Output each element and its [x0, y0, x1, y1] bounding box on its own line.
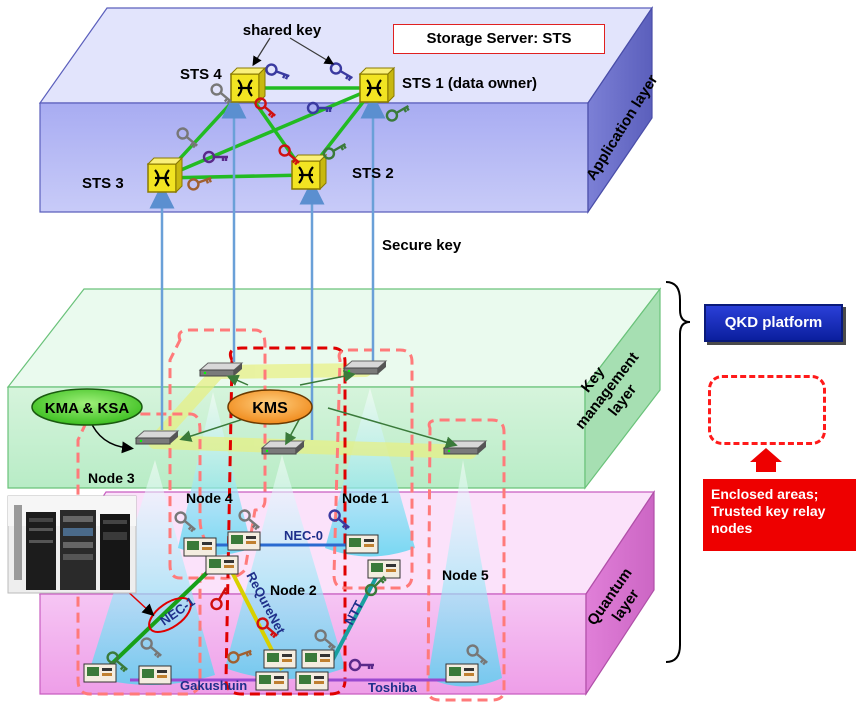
kma-ksa-label: KMA & KSA	[45, 400, 130, 417]
node-beams	[88, 388, 502, 687]
secure-key-label: Secure key	[382, 237, 462, 254]
device-node5[interactable]	[445, 663, 479, 683]
node3-label: Node 3	[88, 470, 135, 486]
link-nec0-label: NEC-0	[284, 528, 323, 543]
qkd-platform-bracket	[665, 281, 691, 663]
device-node2c[interactable]	[255, 671, 289, 691]
link-gakushuin-label: Gakushuin	[180, 678, 247, 693]
device-node3a[interactable]	[83, 663, 117, 683]
device-node3b[interactable]	[138, 665, 172, 685]
secure-key-arrows	[149, 93, 386, 440]
kms-label: KMS	[252, 400, 288, 417]
equipment-photo	[7, 495, 137, 594]
device-node1b[interactable]	[367, 559, 401, 579]
kms-arrows	[179, 370, 458, 449]
device-node2d[interactable]	[295, 671, 329, 691]
node5-label: Node 5	[442, 567, 489, 583]
shared-key-label: shared key	[243, 22, 322, 39]
sts2-label: STS 2	[352, 165, 394, 182]
node4-label: Node 4	[186, 490, 233, 506]
trusted-node-legend: Enclosed areas; Trusted key relay nodes	[703, 479, 856, 551]
link-toshiba-label: Toshiba	[368, 680, 418, 695]
router-node4[interactable]	[199, 362, 243, 377]
router-node1[interactable]	[343, 360, 387, 375]
sts1-server[interactable]	[358, 66, 396, 104]
kma-ksa-badge[interactable]: KMA & KSA	[31, 388, 143, 426]
nec1-highlight	[148, 597, 192, 633]
device-node4b[interactable]	[227, 531, 261, 551]
trusted-area-legend-swatch	[708, 375, 826, 445]
trusted-legend-line-1: Enclosed areas;	[711, 486, 819, 502]
device-node4c[interactable]	[205, 555, 239, 575]
node1-label: Node 1	[342, 490, 389, 506]
router-node3[interactable]	[135, 430, 179, 445]
key-management-layer: Key management layer	[6, 287, 662, 490]
kms-badge[interactable]: KMS	[227, 389, 313, 425]
sts1-label: STS 1 (data owner)	[402, 75, 537, 92]
device-node2b[interactable]	[301, 649, 335, 669]
device-node4a[interactable]	[183, 537, 217, 557]
sts4-label: STS 4	[180, 66, 222, 83]
device-node1a[interactable]	[345, 534, 379, 554]
sts3-label: STS 3	[82, 175, 124, 192]
node2-label: Node 2	[270, 582, 317, 598]
router-node2[interactable]	[261, 440, 305, 455]
qkd-platform-label: QKD platform	[704, 304, 843, 342]
sts4-server[interactable]	[229, 66, 267, 104]
legend-arrow-icon	[750, 448, 782, 472]
shared-key-pointers	[252, 37, 335, 67]
device-node2a[interactable]	[263, 649, 297, 669]
sts3-server[interactable]	[146, 156, 184, 194]
storage-server-legend: Storage Server: STS	[393, 24, 605, 54]
trusted-legend-line-3: nodes	[711, 520, 753, 536]
trusted-legend-line-2: Trusted key relay	[711, 503, 826, 519]
